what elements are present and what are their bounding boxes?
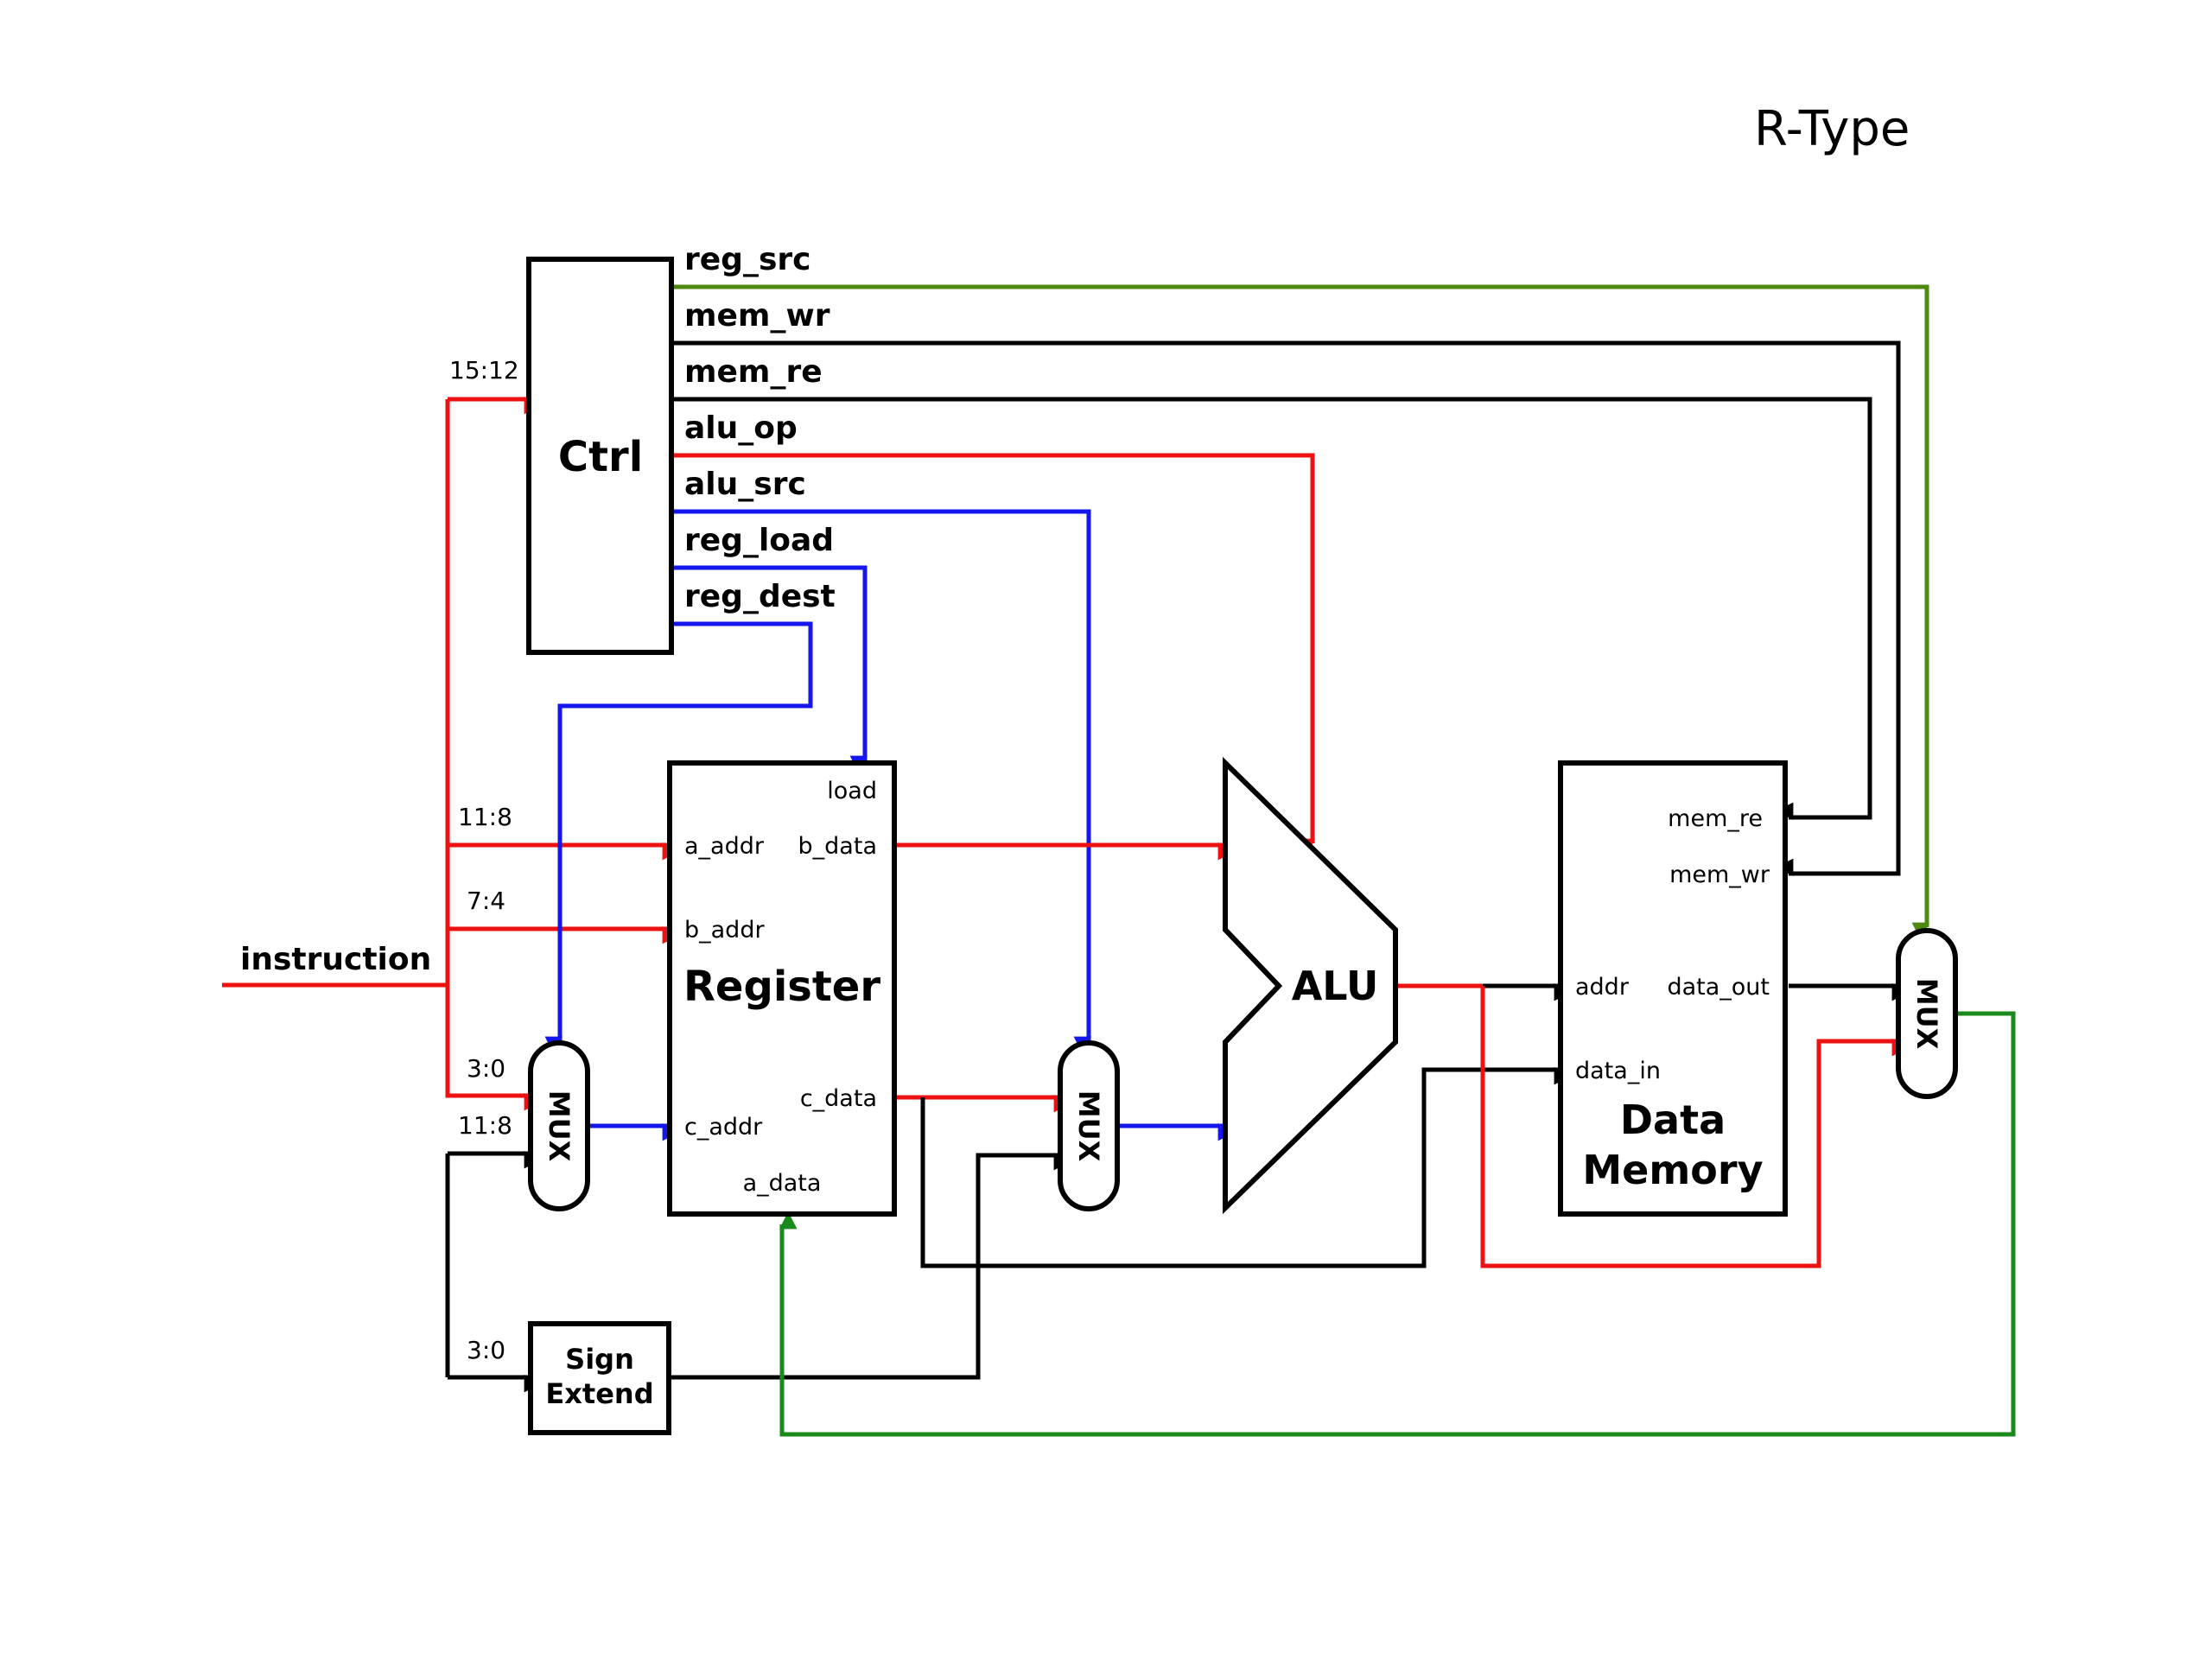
alu-src-mux-label: MUX xyxy=(1072,1090,1105,1162)
signal-reg-src: reg_src xyxy=(684,242,810,277)
port-c-data: c_data xyxy=(800,1085,877,1112)
instruction-label: instruction xyxy=(240,942,431,977)
bits-b-addr-in: 7:4 xyxy=(467,887,505,915)
port-mem-re: mem_re xyxy=(1668,805,1763,832)
instr-to-reg-mux-low-wire xyxy=(445,985,543,1111)
port-addr: addr xyxy=(1575,974,1630,1001)
data-memory: mem_re mem_wr addr data_out data_in Data… xyxy=(1558,760,1788,1217)
diagram-title: R-Type xyxy=(1754,101,1910,157)
alu-src-wire xyxy=(671,509,1091,1055)
signal-mem-wr: mem_wr xyxy=(684,298,830,334)
reg-dest-mux-label: MUX xyxy=(543,1090,575,1162)
signal-reg-load: reg_load xyxy=(684,523,834,558)
data-memory-label-1: Data xyxy=(1620,1096,1726,1143)
ctrl-unit: Ctrl xyxy=(526,257,674,655)
bits-mux-in-high: 11:8 xyxy=(458,1111,512,1140)
reg-src-wire xyxy=(671,284,1929,941)
alu: ALU xyxy=(1223,756,1398,1215)
signal-alu-op: alu_op xyxy=(684,410,798,446)
bits-a-addr-in: 11:8 xyxy=(458,803,512,831)
port-data-out: data_out xyxy=(1667,974,1770,1001)
reg-dest-wire xyxy=(544,621,813,1055)
port-c-addr: c_addr xyxy=(684,1114,763,1141)
c-data-to-data-in-wire xyxy=(920,1067,1573,1268)
port-a-addr: a_addr xyxy=(684,833,765,860)
alu-to-wb-mux-wire xyxy=(1480,986,1910,1268)
reg-dest-mux: MUX xyxy=(528,1040,590,1211)
port-b-data: b_data xyxy=(798,833,877,860)
mem-wr-wire xyxy=(671,340,1901,876)
ctrl-label: Ctrl xyxy=(558,433,643,481)
port-load: load xyxy=(827,778,877,804)
alu-src-mux: MUX xyxy=(1058,1040,1120,1211)
port-b-addr: b_addr xyxy=(684,917,765,944)
writeback-wire xyxy=(779,1011,2016,1437)
sign-extend-to-alu-mux-wire xyxy=(671,1153,1072,1380)
alu-label: ALU xyxy=(1292,963,1379,1009)
port-mem-wr: mem_wr xyxy=(1669,861,1770,888)
bits-ctrl-in: 15:12 xyxy=(449,356,519,385)
sign-extend: Sign Extend xyxy=(528,1321,671,1435)
sign-extend-label-1: Sign xyxy=(565,1343,634,1376)
writeback-mux-label: MUX xyxy=(1910,978,1943,1050)
data-memory-label-2: Memory xyxy=(1582,1147,1763,1193)
bits-mux-in-low: 3:0 xyxy=(467,1054,505,1083)
signal-alu-src: alu_src xyxy=(684,467,806,502)
bits-sign-in: 3:0 xyxy=(467,1336,505,1364)
mem-re-wire xyxy=(671,397,1872,820)
port-data-in: data_in xyxy=(1575,1058,1661,1084)
sign-extend-label-2: Extend xyxy=(545,1377,653,1410)
register-label: Register xyxy=(683,963,880,1011)
register-file: Register load a_addr b_data b_addr c_dat… xyxy=(667,760,897,1217)
signal-mem-re: mem_re xyxy=(684,354,823,390)
port-a-data: a_data xyxy=(743,1170,822,1197)
alu-op-wire xyxy=(671,453,1315,857)
reg-load-wire xyxy=(671,565,868,774)
signal-reg-dest: reg_dest xyxy=(684,579,836,614)
writeback-mux: MUX xyxy=(1896,928,1958,1099)
